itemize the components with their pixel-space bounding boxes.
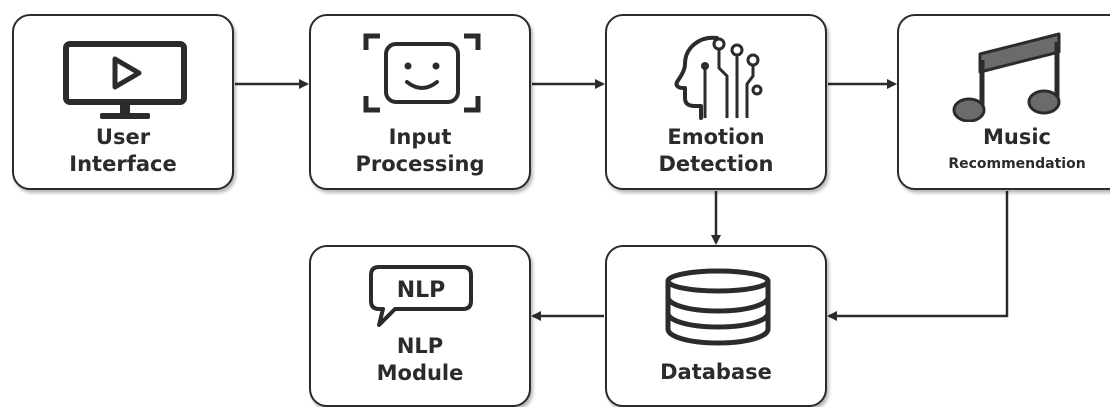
edge-music-recommendation-to-database <box>827 191 1009 321</box>
node-label-line1: Database <box>660 360 772 384</box>
brain-circuit-icon <box>674 35 763 120</box>
node-label-line1: User <box>95 125 151 149</box>
node-user-interface: User Interface <box>12 14 234 190</box>
node-label: Music Recommendation <box>899 124 1110 178</box>
face-scan-icon <box>363 33 481 113</box>
node-music-recommendation: Music Recommendation <box>897 14 1110 190</box>
node-label-line2: Processing <box>355 152 485 176</box>
speech-bubble-icon: NLP <box>369 265 473 327</box>
node-label: User Interface <box>14 124 232 178</box>
node-label-line1: Input <box>388 125 452 149</box>
monitor-play-icon <box>63 41 187 119</box>
node-nlp-module: NLP NLP Module <box>309 245 531 407</box>
node-emotion-detection: Emotion Detection <box>605 14 827 190</box>
node-input-processing: Input Processing <box>309 14 531 190</box>
node-label-line1: Emotion <box>667 125 765 149</box>
node-label-line1: Music <box>983 125 1051 149</box>
node-label: NLP Module <box>311 333 529 387</box>
database-icon <box>665 268 771 346</box>
speech-bubble-text: NLP <box>397 278 446 303</box>
node-label-line2: Interface <box>69 152 177 176</box>
node-label-line2: Detection <box>658 152 774 176</box>
node-label-line1: NLP <box>396 334 444 358</box>
node-label-line2: Module <box>376 361 464 385</box>
node-database: Database <box>605 245 827 407</box>
node-label: Database <box>607 359 825 386</box>
node-label: Emotion Detection <box>607 124 825 178</box>
node-label-line2: Recommendation <box>948 156 1086 172</box>
music-note-icon <box>952 32 1061 122</box>
node-label: Input Processing <box>311 124 529 178</box>
